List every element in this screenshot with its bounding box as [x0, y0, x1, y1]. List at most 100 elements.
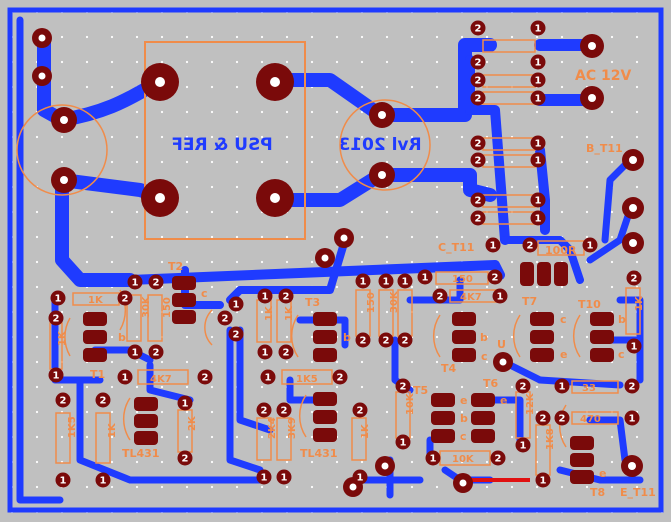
pad-number: 2 — [492, 273, 499, 284]
pad-1-538-62: 1 — [530, 54, 546, 70]
transistor-footprints — [83, 262, 614, 484]
pad-ac-1 — [580, 34, 604, 58]
pad-1-284-477: 1 — [276, 469, 292, 485]
r-150-mid-label: 150 — [366, 292, 377, 313]
pad-1-538-160: 1 — [530, 152, 546, 168]
e-t11-label: E_T11 — [620, 486, 656, 499]
pad-number: 2 — [475, 139, 482, 150]
cap-outline-left — [16, 104, 108, 196]
pad-2-562-418: 2 — [554, 410, 570, 426]
pad-number: 2 — [222, 314, 229, 325]
pad-2-478-98: 2 — [470, 90, 486, 106]
pad-2-478-218: 2 — [470, 210, 486, 226]
pad-number: 2 — [337, 373, 344, 384]
footprint-t5 — [431, 393, 455, 443]
pad-number: 1 — [360, 277, 367, 288]
pad-number: 1 — [490, 241, 497, 252]
pad-number: 1 — [400, 438, 407, 449]
pad-1-56-375: 1 — [48, 367, 64, 383]
pad-2-478-62: 2 — [470, 54, 486, 70]
pad-number: 2 — [527, 241, 534, 252]
t4-label: T4 — [441, 362, 457, 375]
pad-number: 2 — [495, 454, 502, 465]
pad-number: 1 — [132, 278, 139, 289]
pad-2-478-80: 2 — [470, 72, 486, 88]
pad-number: 2 — [261, 406, 268, 417]
pad-number: 1 — [262, 348, 269, 359]
pad-number: 1 — [281, 473, 288, 484]
revision-label: Rvl 2013 — [338, 135, 421, 155]
r-1k5-mid-label: 1K5 — [296, 374, 318, 385]
pad-e-t11 — [621, 455, 643, 477]
footprint-u — [520, 262, 568, 286]
pad-1-493-245: 1 — [485, 237, 501, 253]
pad-number: 1 — [265, 373, 272, 384]
pad-1-386-281: 1 — [378, 273, 394, 289]
pad-1-538-98: 1 — [530, 90, 546, 106]
pad-2-205-377: 2 — [197, 369, 213, 385]
pad-cap-l2 — [51, 167, 77, 193]
pad-1-125-377: 1 — [117, 369, 133, 385]
pad-1-268-377: 1 — [260, 369, 276, 385]
pad-number: 1 — [383, 277, 390, 288]
pad-number: 2 — [629, 382, 636, 393]
pad-number: 1 — [53, 371, 60, 382]
pad-number: 1 — [535, 156, 542, 167]
r-33-label: 33 — [582, 383, 596, 394]
pad-number: 1 — [422, 273, 429, 284]
pad-2-386-340: 2 — [378, 332, 394, 348]
pad-number: 2 — [153, 348, 160, 359]
pad-number: 2 — [281, 406, 288, 417]
t3-label: T3 — [305, 296, 320, 309]
pad-number: 2 — [475, 76, 482, 87]
pad-number: 2 — [400, 382, 407, 393]
pad-2-286-296: 2 — [278, 288, 294, 304]
t8-label: T8 — [590, 486, 605, 499]
pad-cap-l1 — [51, 107, 77, 133]
pad-2-634-278: 2 — [626, 270, 642, 286]
t5-label: T5 — [413, 384, 428, 397]
r-30k-mid-label: 30K — [389, 290, 400, 313]
silkscreen-labels: AC 12V B_T11 C_T11 E_T11 T2 T3 T4 T5 T6 … — [57, 68, 656, 499]
pad-2-478-160: 2 — [470, 152, 486, 168]
pad-2-403-386: 2 — [395, 378, 411, 394]
pad-1-403-442: 1 — [395, 434, 411, 450]
footprint-t7 — [530, 312, 554, 362]
pad-bot-2 — [375, 456, 395, 476]
pad-2-286-352: 2 — [278, 344, 294, 360]
pad-2-103-400: 2 — [95, 392, 111, 408]
pad-2-156-352: 2 — [148, 344, 164, 360]
pad-1-405-281: 1 — [397, 273, 413, 289]
pad-psu-4 — [256, 179, 294, 217]
r-2k4-label: 2K4 — [267, 417, 278, 439]
pad-1-538-143: 1 — [530, 135, 546, 151]
tl431-a-label: TL431 — [122, 447, 159, 460]
pad-number: 1 — [535, 94, 542, 105]
pad-1-543-480: 1 — [535, 472, 551, 488]
pad-1-538-218: 1 — [530, 210, 546, 226]
r-a-label: 1K — [264, 305, 275, 321]
pad-cap-r1 — [369, 102, 395, 128]
pad-number: 1 — [497, 292, 504, 303]
pad-1-135-282: 1 — [127, 274, 143, 290]
r-4k7-label: 4K7 — [150, 374, 172, 385]
pad-number: 1 — [535, 139, 542, 150]
pad-number: 2 — [153, 278, 160, 289]
footprint-t6 — [471, 393, 495, 443]
t7-label: T7 — [522, 295, 537, 308]
pin-b-t1: b — [118, 331, 126, 344]
pad-2-56-318: 2 — [48, 310, 64, 326]
pad-1-425-277: 1 — [417, 269, 433, 285]
footprint-t3 — [313, 312, 337, 362]
r-top-label: 1K — [88, 295, 104, 306]
pad-number: 2 — [559, 414, 566, 425]
pad-tl-2 — [32, 66, 52, 86]
pad-2-405-340: 2 — [397, 332, 413, 348]
pad-2-632-386: 2 — [624, 378, 640, 394]
pad-number: 2 — [100, 396, 107, 407]
pad-2-264-410: 2 — [256, 402, 272, 418]
pad-number: 1 — [540, 476, 547, 487]
pin-c-t7: c — [560, 313, 567, 326]
